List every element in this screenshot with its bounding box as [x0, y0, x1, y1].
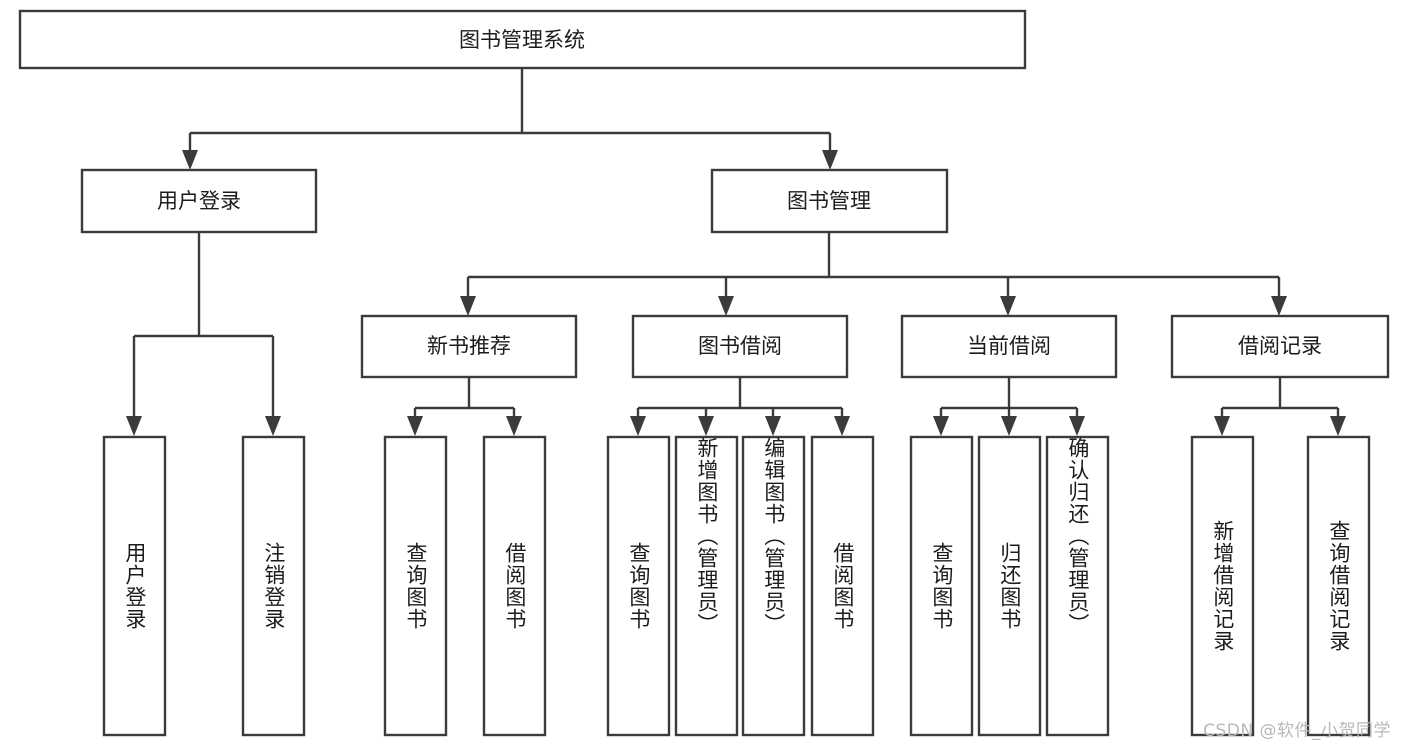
node-borrow-record-label: 借阅记录: [1238, 334, 1322, 358]
leaf-box-current-borrow-2[interactable]: [977, 435, 1042, 737]
arrow-head-user-login-leaf-1: [126, 416, 142, 436]
node-new-book-rec[interactable]: 新书推荐: [360, 314, 578, 379]
arrow-head-to-new-book-rec: [460, 296, 476, 316]
connector-new-book-rec-to-leaves: [407, 377, 522, 436]
arrow-head-current-borrow-leaf-3: [1069, 416, 1085, 436]
leaf-box-new-book-rec-2[interactable]: [482, 435, 547, 737]
node-book-borrow-box[interactable]: [631, 314, 849, 379]
node-book-borrow-label: 图书借阅: [698, 334, 782, 358]
node-current-borrow-label: 当前借阅: [967, 334, 1051, 358]
arrow-head-to-current-borrow: [1000, 296, 1016, 316]
leaf-box-book-borrow-1[interactable]: [606, 435, 671, 737]
node-user-login-label: 用户登录: [157, 189, 241, 213]
arrow-head-book-borrow-leaf-4: [834, 416, 850, 436]
node-current-borrow[interactable]: 当前借阅: [900, 314, 1118, 379]
leaf-box-borrow-record-2[interactable]: [1306, 435, 1371, 737]
leaf-box-borrow-record-1[interactable]: [1190, 435, 1255, 737]
arrow-head-current-borrow-leaf-2: [1001, 416, 1017, 436]
connector-book-manage-to-level2: [460, 232, 1287, 316]
connector-root-to-level1: [182, 68, 838, 170]
connector-user-login-to-leaves: [126, 232, 281, 436]
node-book-manage-label: 图书管理: [787, 189, 871, 213]
arrow-head-book-borrow-leaf-2: [698, 416, 714, 436]
arrow-head-borrow-record-leaf-2: [1330, 416, 1346, 436]
node-root-label: 图书管理系统: [459, 28, 585, 52]
arrow-head-to-borrow-record: [1271, 296, 1287, 316]
arrow-head-book-borrow-leaf-3: [765, 416, 781, 436]
node-borrow-record-box[interactable]: [1170, 314, 1390, 379]
leaf-box-current-borrow-3[interactable]: [1045, 435, 1110, 737]
node-new-book-rec-box[interactable]: [360, 314, 578, 379]
node-root[interactable]: 图书管理系统: [18, 9, 1027, 70]
arrow-head-new-book-rec-leaf-2: [506, 416, 522, 436]
csdn-watermark: CSDN @软件_小贺同学: [1203, 721, 1391, 741]
node-new-book-rec-label: 新书推荐: [427, 334, 511, 358]
arrow-head-to-book-manage: [822, 150, 838, 170]
connector-current-borrow-to-leaves: [933, 377, 1085, 436]
node-borrow-record[interactable]: 借阅记录: [1170, 314, 1390, 379]
node-book-manage-box[interactable]: [710, 168, 949, 234]
node-root-box[interactable]: [18, 9, 1027, 70]
arrow-head-to-book-borrow: [718, 296, 734, 316]
leaf-box-book-borrow-4[interactable]: [810, 435, 875, 737]
leaf-box-current-borrow-1[interactable]: [909, 435, 974, 737]
arrow-head-user-login-leaf-2: [265, 416, 281, 436]
connector-borrow-record-to-leaves: [1214, 377, 1346, 436]
arrow-head-to-user-login: [182, 150, 198, 170]
arrow-head-borrow-record-leaf-1: [1214, 416, 1230, 436]
leaf-box-user-login-1[interactable]: [102, 435, 167, 737]
node-current-borrow-box[interactable]: [900, 314, 1118, 379]
arrow-head-current-borrow-leaf-1: [933, 416, 949, 436]
connector-book-borrow-to-leaves: [630, 377, 850, 436]
arrow-head-new-book-rec-leaf-1: [407, 416, 423, 436]
node-user-login[interactable]: 用户登录: [80, 168, 318, 234]
leaf-box-new-book-rec-1[interactable]: [383, 435, 448, 737]
node-book-borrow[interactable]: 图书借阅: [631, 314, 849, 379]
node-book-manage[interactable]: 图书管理: [710, 168, 949, 234]
leaf-box-book-borrow-3[interactable]: [741, 435, 806, 737]
leaf-box-book-borrow-2[interactable]: [674, 435, 739, 737]
arrow-head-book-borrow-leaf-1: [630, 416, 646, 436]
leaf-box-user-login-2[interactable]: [241, 435, 306, 737]
